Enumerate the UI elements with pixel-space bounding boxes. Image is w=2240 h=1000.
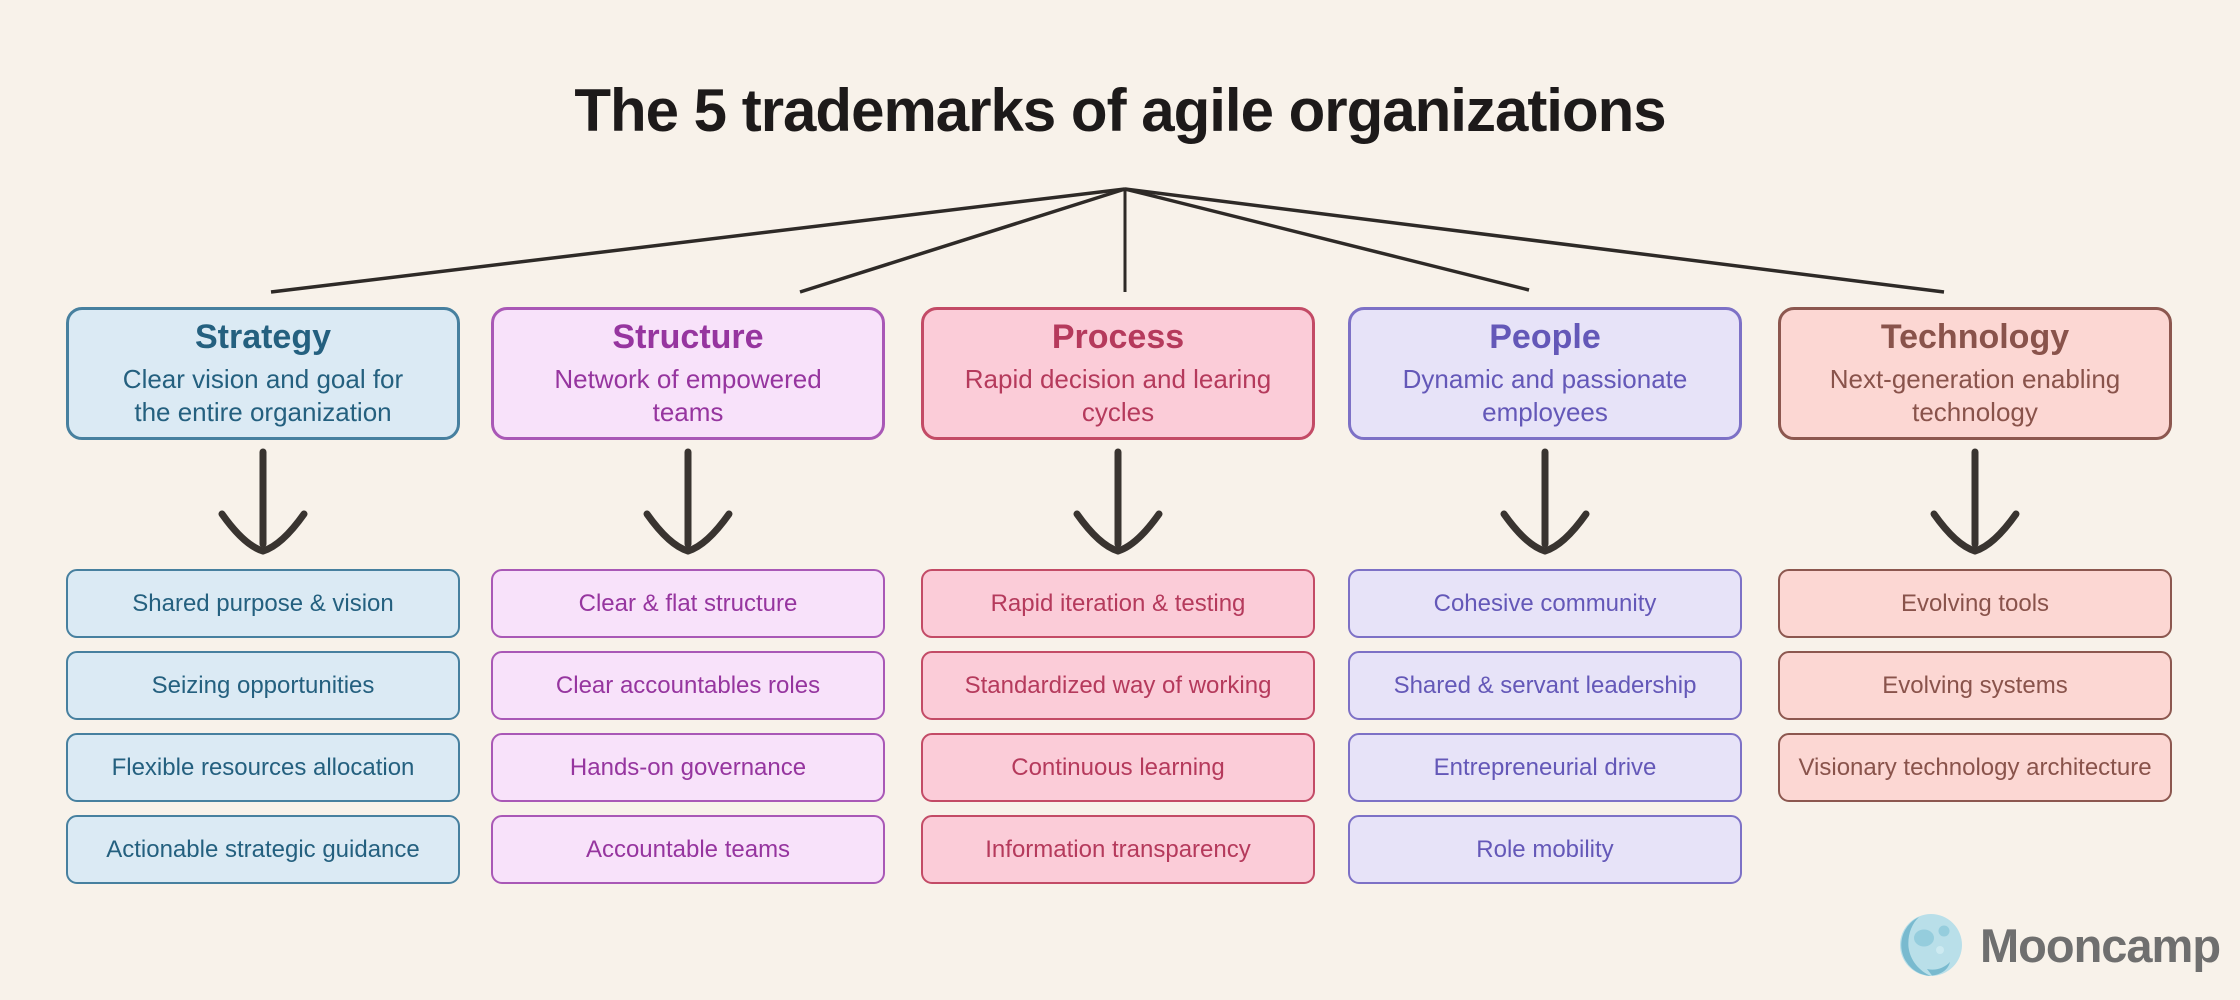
column-people: People Dynamic and passionate employees … [1348, 307, 1742, 884]
column-title: Structure [612, 317, 764, 356]
list-item: Shared purpose & vision [66, 569, 460, 638]
list-item: Cohesive community [1348, 569, 1742, 638]
list-item: Clear accountables roles [491, 651, 885, 720]
down-arrow-icon [491, 440, 885, 569]
column-title: Process [1051, 317, 1185, 356]
column-structure: Structure Network of empowered teams Cle… [491, 307, 885, 884]
list-item: Seizing opportunities [66, 651, 460, 720]
process-header-box: Process Rapid decision and learing cycle… [921, 307, 1315, 440]
technology-header-box: Technology Next-generation enabling tech… [1778, 307, 2172, 440]
structure-item-list: Clear & flat structure Clear accountable… [491, 569, 885, 884]
column-process: Process Rapid decision and learing cycle… [921, 307, 1315, 884]
down-arrow-icon [1778, 440, 2172, 569]
technology-item-list: Evolving tools Evolving systems Visionar… [1778, 569, 2172, 802]
column-subtitle: Next-generation enabling technology [1829, 364, 2121, 427]
moon-icon [1900, 914, 1962, 976]
column-subtitle: Network of empowered teams [554, 364, 822, 427]
list-item: Actionable strategic guidance [66, 815, 460, 884]
list-item: Entrepreneurial drive [1348, 733, 1742, 802]
list-item: Evolving systems [1778, 651, 2172, 720]
column-title: Technology [1880, 317, 2070, 356]
connector-line [799, 187, 1126, 294]
list-item: Rapid iteration & testing [921, 569, 1315, 638]
list-item: Flexible resources allocation [66, 733, 460, 802]
people-item-list: Cohesive community Shared & servant lead… [1348, 569, 1742, 884]
list-item: Evolving tools [1778, 569, 2172, 638]
connector-line [270, 187, 1126, 294]
list-item: Information transparency [921, 815, 1315, 884]
brand-name: Mooncamp [1980, 918, 2221, 972]
strategy-header-box: Strategy Clear vision and goal for the e… [66, 307, 460, 440]
down-arrow-icon [66, 440, 460, 569]
column-subtitle: Clear vision and goal for the entire org… [122, 364, 404, 427]
list-item: Clear & flat structure [491, 569, 885, 638]
column-subtitle: Dynamic and passionate employees [1402, 364, 1688, 427]
process-item-list: Rapid iteration & testing Standardized w… [921, 569, 1315, 884]
column-technology: Technology Next-generation enabling tech… [1778, 307, 2172, 802]
column-title: Strategy [194, 317, 332, 356]
structure-header-box: Structure Network of empowered teams [491, 307, 885, 440]
list-item: Shared & servant leadership [1348, 651, 1742, 720]
page-title: The 5 trademarks of agile organizations [574, 77, 1666, 144]
connector-line [1124, 187, 1945, 294]
list-item: Continuous learning [921, 733, 1315, 802]
column-title: People [1489, 317, 1601, 356]
people-header-box: People Dynamic and passionate employees [1348, 307, 1742, 440]
mooncamp-logo: Mooncamp [1898, 912, 2221, 978]
connector-line [1124, 187, 1530, 292]
column-strategy: Strategy Clear vision and goal for the e… [66, 307, 460, 884]
list-item: Visionary technology architecture [1778, 733, 2172, 802]
strategy-item-list: Shared purpose & vision Seizing opportun… [66, 569, 460, 884]
list-item: Standardized way of working [921, 651, 1315, 720]
down-arrow-icon [921, 440, 1315, 569]
list-item: Accountable teams [491, 815, 885, 884]
down-arrow-icon [1348, 440, 1742, 569]
list-item: Hands-on governance [491, 733, 885, 802]
column-subtitle: Rapid decision and learing cycles [964, 364, 1272, 427]
list-item: Role mobility [1348, 815, 1742, 884]
